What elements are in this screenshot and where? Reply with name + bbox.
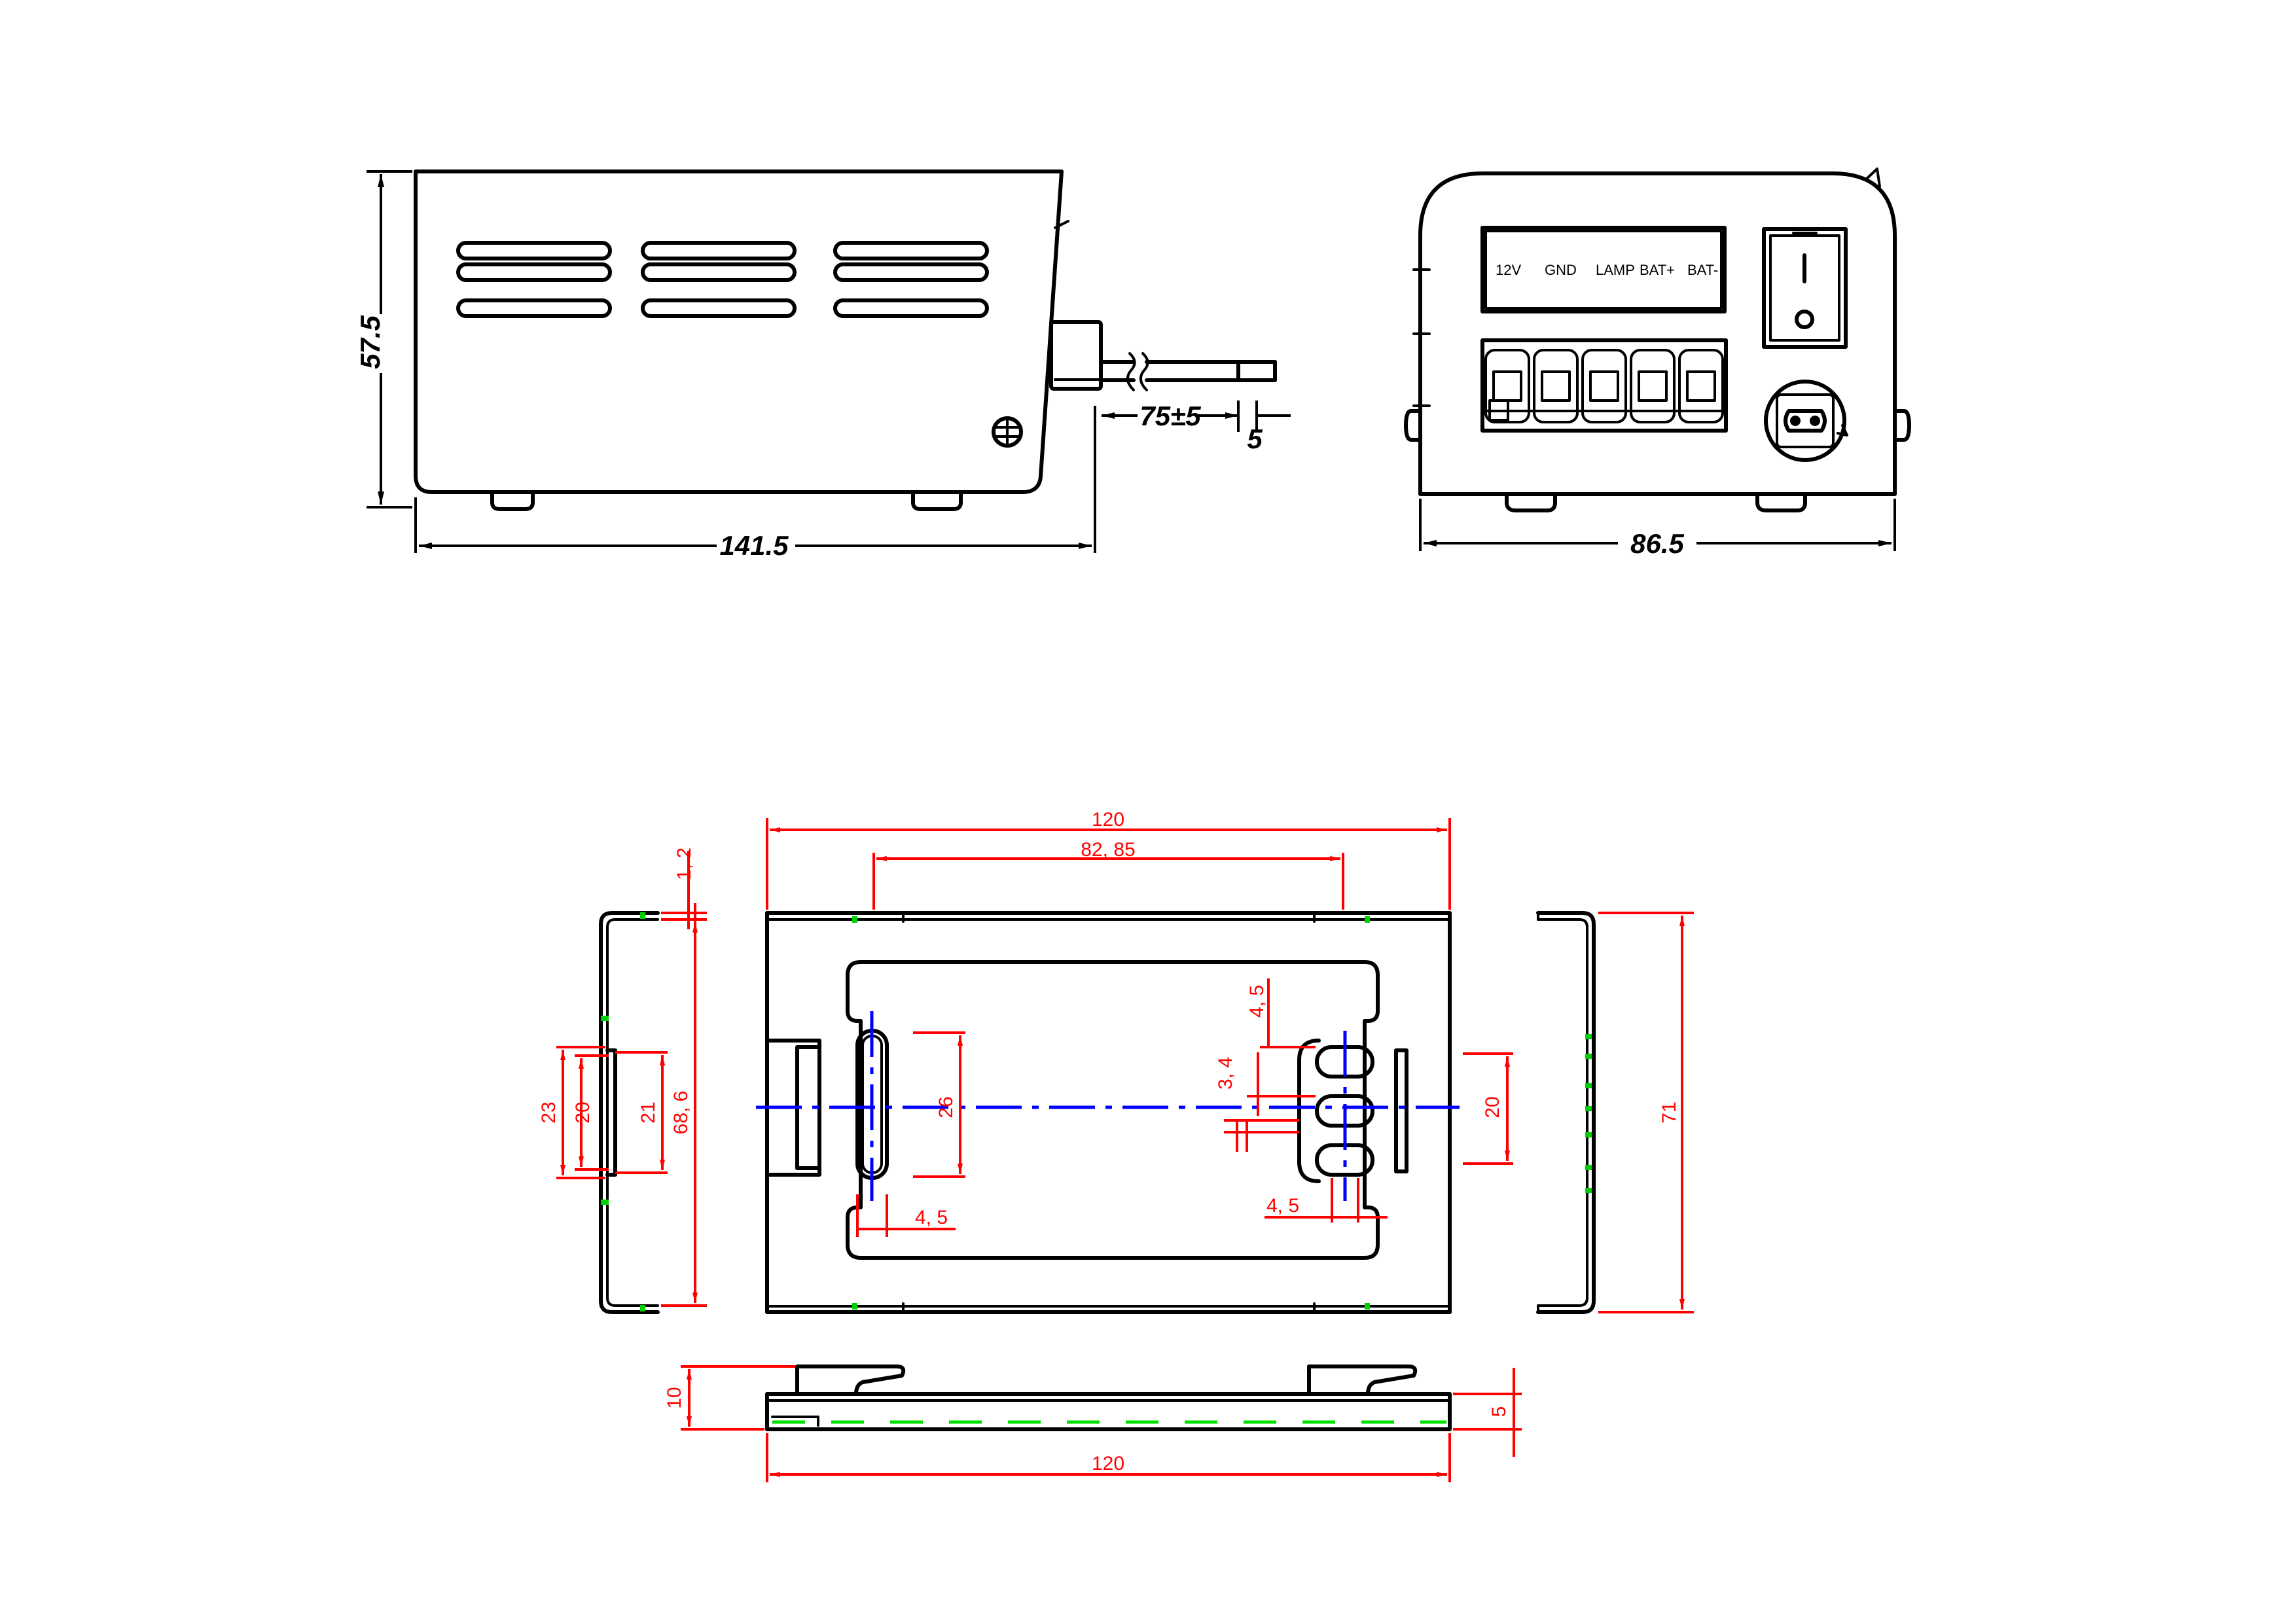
feet: [490, 490, 963, 511]
hole-pitch-dim: 3, 4: [1215, 1057, 1236, 1090]
bracket-right-profile: [1536, 911, 1596, 1314]
bracket-cutout: [846, 960, 1380, 1260]
terminal-label-gnd: GND: [1545, 262, 1577, 278]
terminal-block: [1480, 338, 1728, 433]
front-housing: [1418, 171, 1897, 496]
bracket-inner-width-dim: 20: [572, 1101, 594, 1123]
base-height-dim: 5: [1488, 1406, 1510, 1418]
front-view: 12V GND LAMP BAT+ BAT-: [1404, 168, 1911, 560]
ground-screw-icon: [992, 416, 1023, 448]
bracket-side-length-dim: 120: [1092, 1453, 1124, 1474]
power-switch: [1762, 227, 1848, 349]
bracket-width-dim: 120: [1092, 809, 1124, 830]
slot-length-dim: 26: [935, 1096, 957, 1118]
terminal-label-panel: [1480, 226, 1727, 313]
terminal-label-bat-minus: BAT-: [1687, 262, 1718, 278]
ac-inlet-icon: [1764, 380, 1848, 462]
bracket-left-view: 1, 2 68, 6 23 20 21: [538, 847, 707, 1314]
left-hook: [795, 1364, 906, 1396]
bracket-tab-dim: 21: [637, 1101, 659, 1123]
side-height-dim: 57.5: [355, 315, 386, 368]
right-tab-dim: 20: [1482, 1096, 1503, 1118]
bracket-right-height-dim: 71: [1659, 1101, 1680, 1123]
hole-span-dim: 82, 85: [1081, 839, 1135, 861]
housing-body: [414, 169, 1064, 494]
cable-length-dim: 75±5: [1139, 401, 1201, 431]
terminal-label-bat-plus: BAT+: [1640, 262, 1675, 278]
hook-height-dim: 10: [664, 1387, 685, 1408]
strip-length-dim: 5: [1247, 423, 1263, 454]
bracket-thickness-dim: 1, 2: [673, 847, 695, 880]
bracket-right-view: 71: [1536, 911, 1694, 1314]
switch-off-mark: [1795, 310, 1814, 329]
bracket-outer-width-dim: 23: [538, 1101, 560, 1123]
terminal-label-12v: 12V: [1496, 262, 1521, 278]
side-length-dim: 141.5: [719, 530, 789, 561]
hole-spacing-dim: 4, 5: [1246, 985, 1268, 1018]
bracket-plate: [765, 911, 1452, 1314]
vent-slots: [456, 241, 989, 318]
bracket-side-view: 10 5 120: [664, 1364, 1522, 1482]
cable-gland: [1049, 320, 1277, 391]
terminal-label-lamp: LAMP: [1596, 262, 1635, 278]
side-view: 57.5 141.5 75±5 5: [355, 169, 1291, 562]
bracket-left-profile: [599, 911, 660, 1314]
slot-width-dim: 4, 5: [915, 1207, 948, 1228]
right-hook: [1307, 1364, 1418, 1396]
front-width-dim: 86.5: [1630, 528, 1684, 559]
bracket-inner-height-dim: 68, 6: [670, 1091, 692, 1135]
bracket-side-base: [765, 1392, 1452, 1431]
hole-width-dim: 4, 5: [1266, 1195, 1299, 1217]
bracket-top-view: 120 82, 85 26 4, 5 4, 5 3, 4 4, 5: [756, 809, 1513, 1314]
